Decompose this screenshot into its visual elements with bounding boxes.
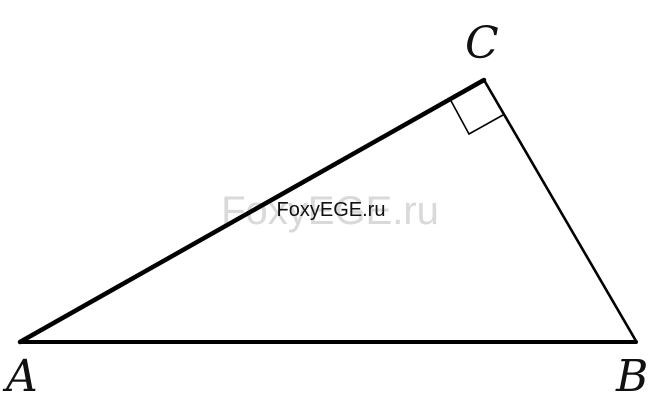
vertex-label-a: A bbox=[2, 351, 38, 402]
watermark-large-text: FoxyEGE.ru bbox=[221, 189, 439, 233]
right-angle-marker bbox=[449, 98, 504, 136]
vertex-label-c: C bbox=[465, 18, 499, 69]
side-ac bbox=[17, 77, 487, 345]
vertex-label-b: B bbox=[615, 351, 648, 402]
side-cb bbox=[482, 78, 638, 343]
watermark-small-text: FoxyEGE.ru bbox=[277, 199, 386, 221]
